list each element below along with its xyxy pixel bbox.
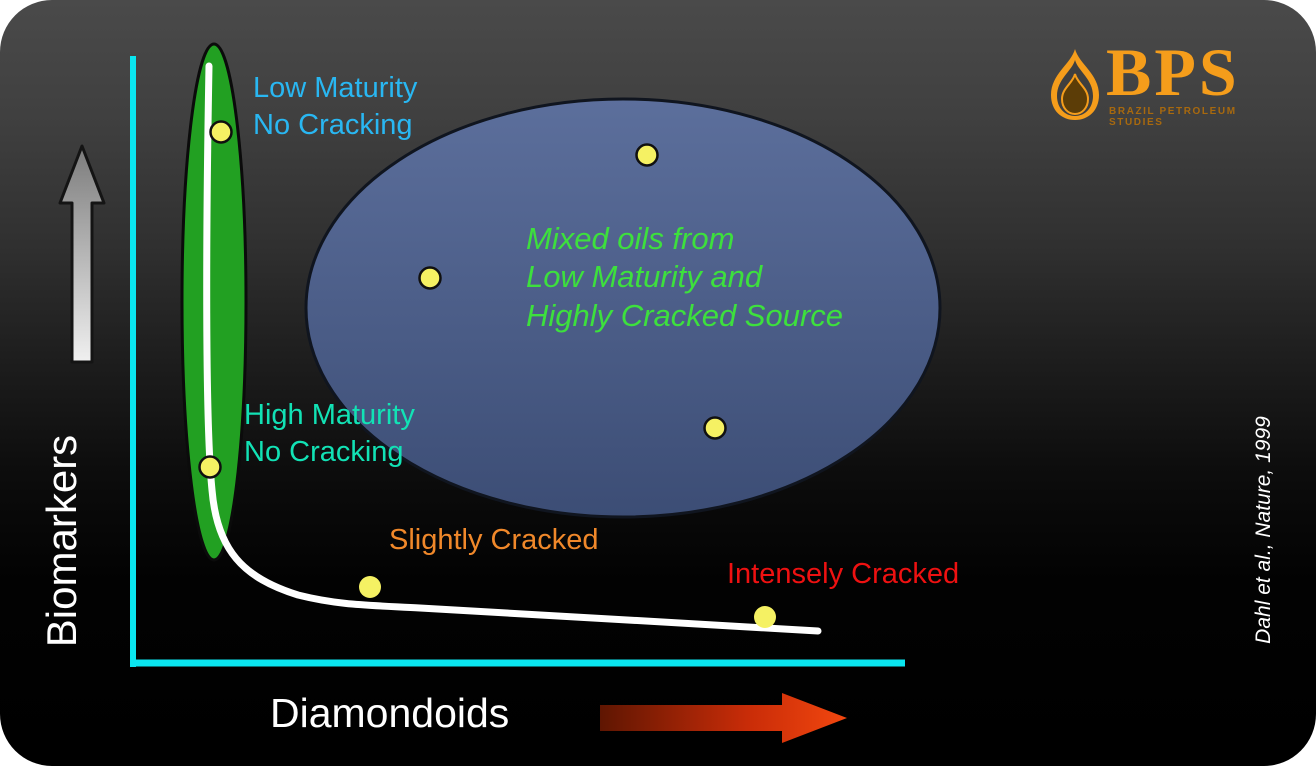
annotation-line: Low Maturity xyxy=(253,72,418,104)
data-point-intensely-cracked xyxy=(754,606,776,628)
annotation-line: Mixed oils from xyxy=(526,221,735,256)
maturity-trend-ellipse xyxy=(180,42,248,562)
mixed-oils-ellipse xyxy=(304,97,942,519)
citation: Dahl et al., Nature, 1999 xyxy=(1252,416,1275,644)
y-increase-arrow-icon xyxy=(58,144,106,364)
annotation-line: High Maturity xyxy=(244,399,415,431)
logo-text: BPS xyxy=(1106,34,1240,110)
annotation-mixed-oils: Mixed oils from Low Maturity and Highly … xyxy=(526,220,843,335)
y-axis-label: Biomarkers xyxy=(38,434,85,648)
data-point-slightly-cracked xyxy=(359,576,381,598)
annotation-intensely-cracked: Intensely Cracked xyxy=(727,558,960,590)
data-point-mixed-top xyxy=(635,143,659,167)
flame-drop-icon xyxy=(1051,49,1099,120)
x-increase-arrow-icon xyxy=(600,693,847,743)
data-point-mixed-bottom xyxy=(703,416,727,440)
annotation-slightly-cracked: Slightly Cracked xyxy=(389,524,599,556)
logo-subtext: BRAZIL PETROLEUM STUDIES xyxy=(1109,106,1237,128)
annotation-line: Highly Cracked Source xyxy=(526,297,844,333)
trend-curve xyxy=(203,62,822,635)
annotation-high-maturity: High Maturity No Cracking xyxy=(244,397,415,470)
data-point-low-maturity xyxy=(209,120,233,144)
annotation-line: Low Maturity and xyxy=(526,259,763,295)
annotation-line: No Cracking xyxy=(244,435,404,468)
x-axis-label: Diamondoids xyxy=(270,690,510,736)
data-point-high-maturity xyxy=(198,455,222,479)
annotation-line: No Cracking xyxy=(253,108,413,141)
bps-logo: BPS BRAZIL PETROLEUM STUDIES xyxy=(1048,38,1263,130)
annotation-low-maturity: Low Maturity No Cracking xyxy=(253,70,417,143)
data-point-mixed-left xyxy=(418,266,442,290)
